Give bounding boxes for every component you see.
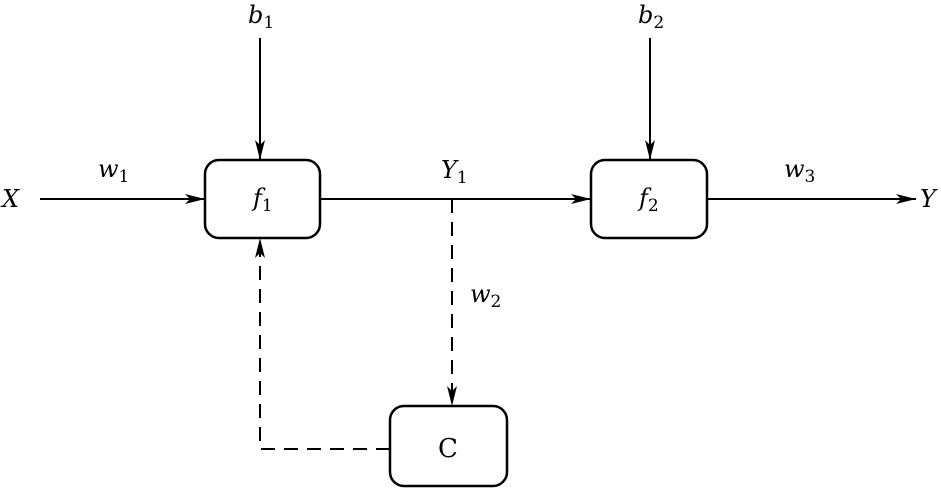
weight-w1-label: w1 [98, 155, 129, 187]
weight-w2-label: w2 [470, 280, 501, 312]
bias-b2-label: b2 [638, 1, 664, 33]
input-x-label: X [0, 185, 20, 213]
block-c-label: C [438, 434, 458, 464]
weight-w3-label: w3 [784, 155, 815, 187]
block-f1: f1 [203, 158, 322, 240]
block-c: C [388, 404, 509, 488]
block-f2: f2 [589, 158, 709, 240]
edge-c-to-f1-feedback [255, 238, 390, 450]
output-y-label: Y [920, 185, 938, 213]
bias-b1-label: b1 [248, 1, 274, 33]
intermediate-y1-label: Y1 [441, 156, 468, 188]
